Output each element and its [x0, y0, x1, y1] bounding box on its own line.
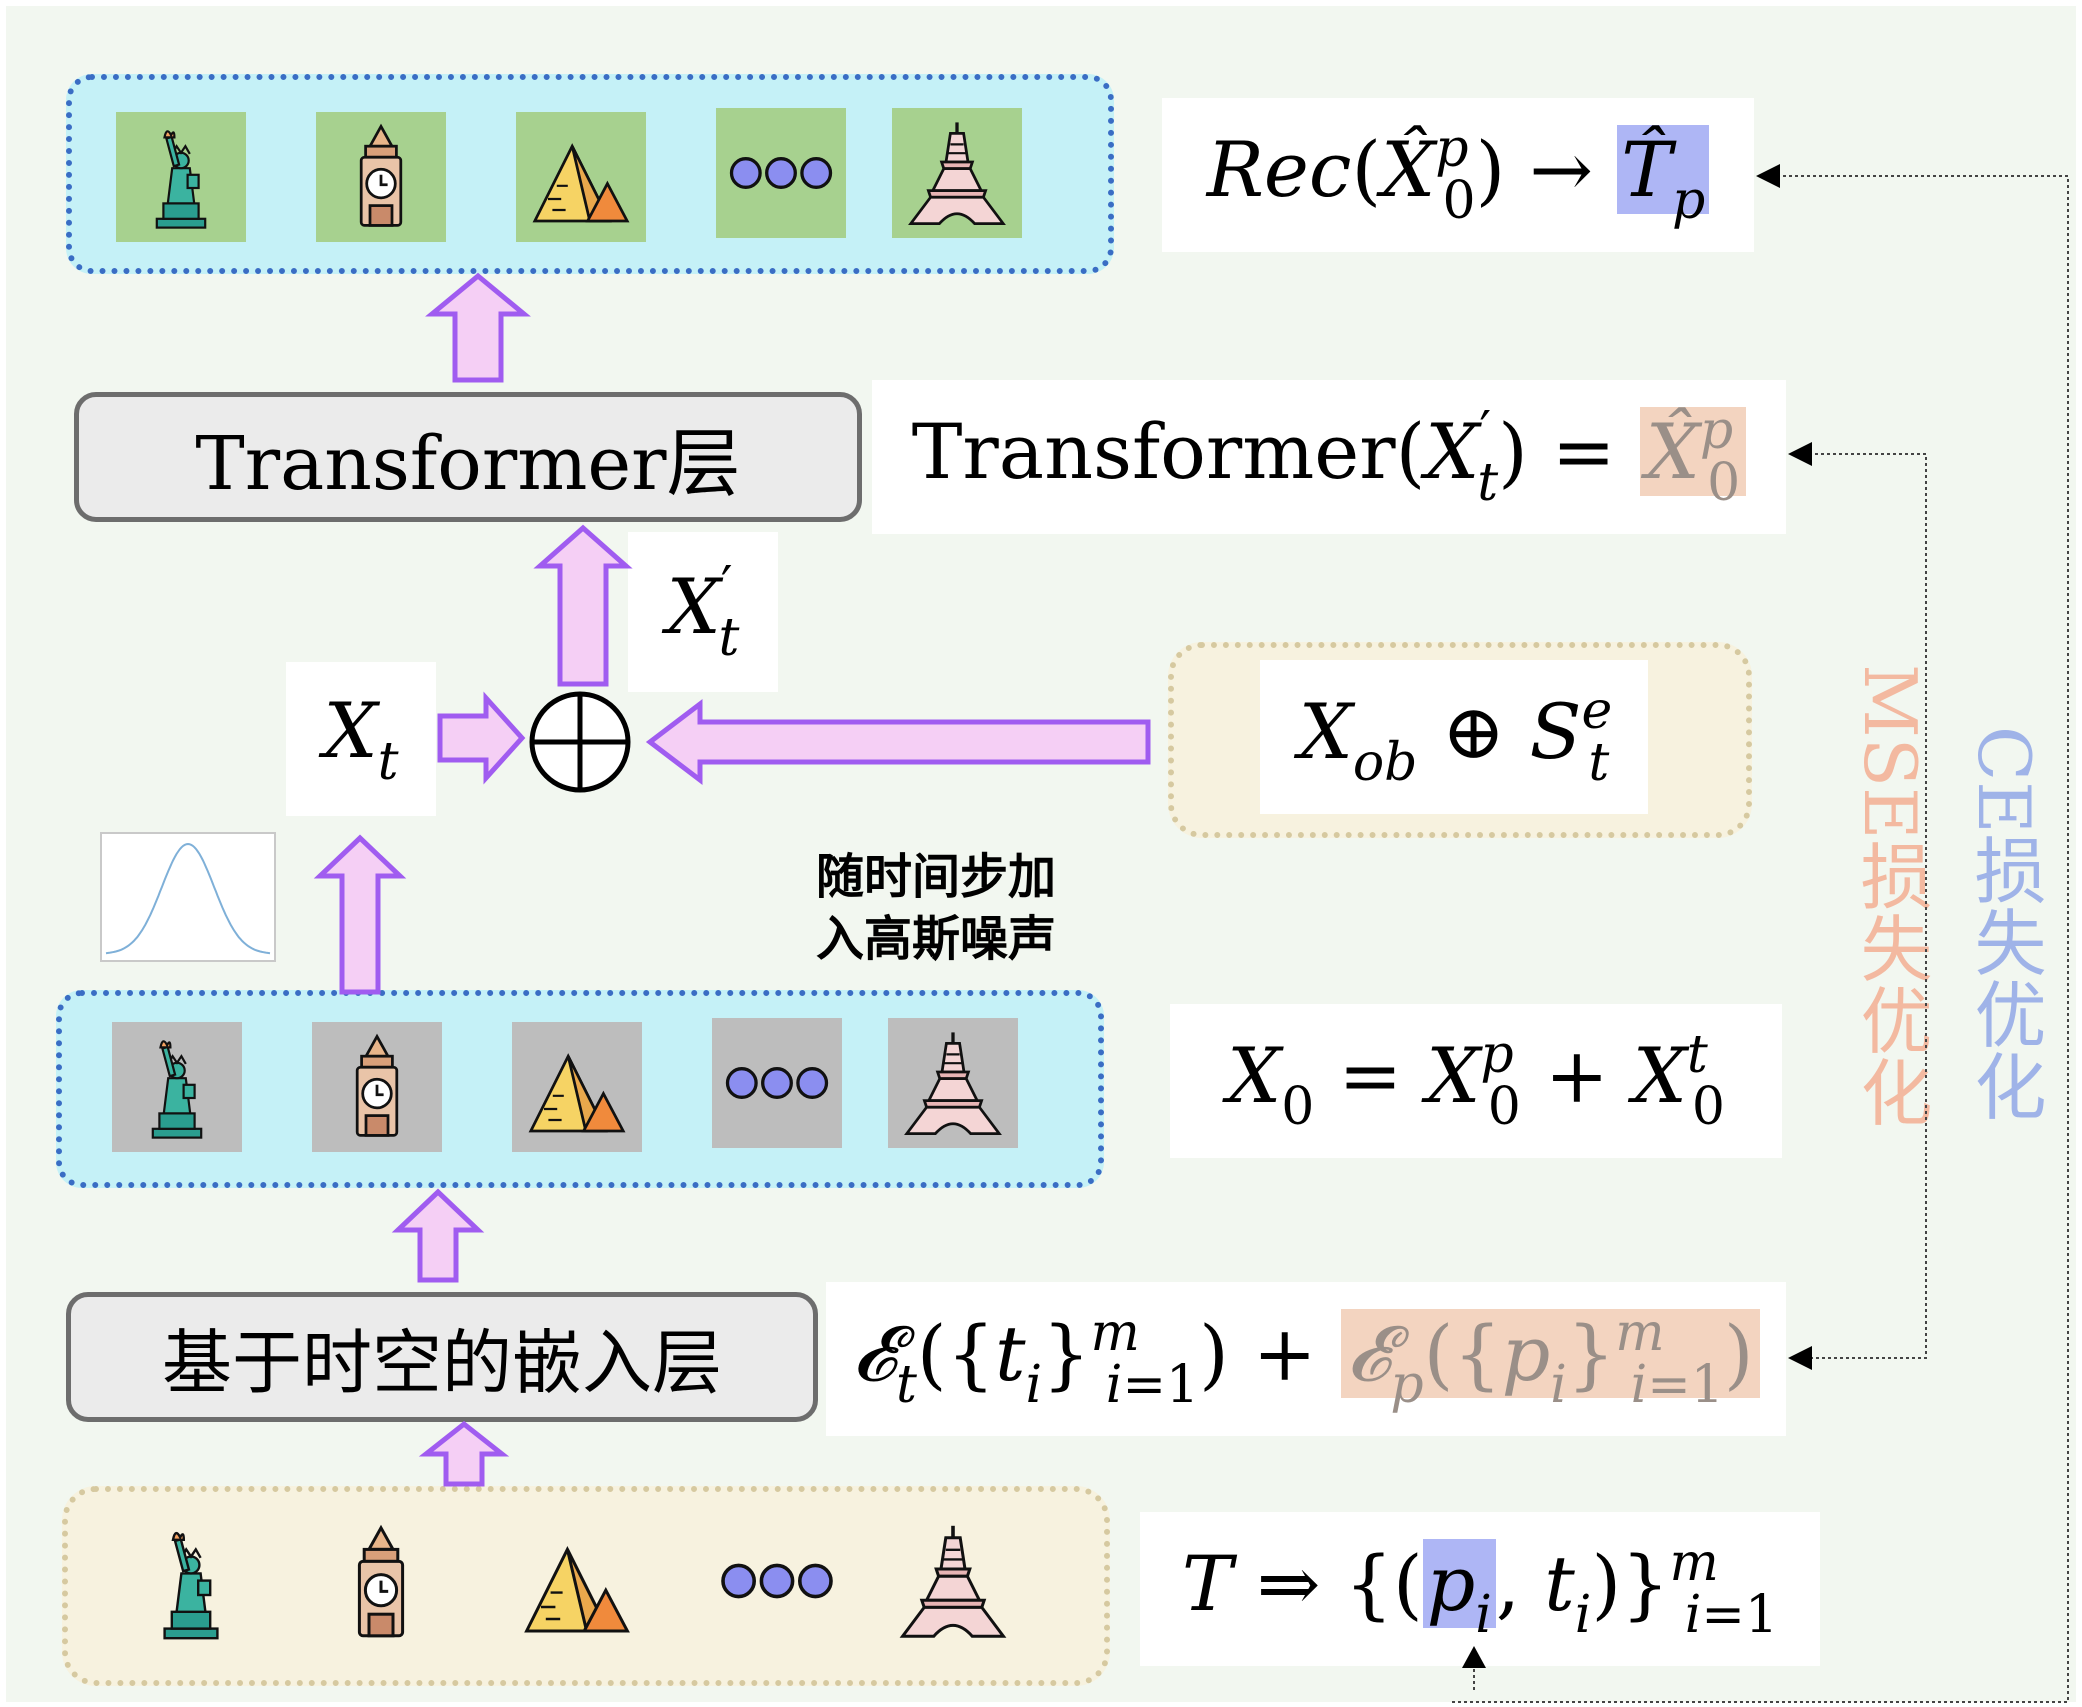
ellipsis-dots-icon [712, 1018, 842, 1148]
ellipsis-dots-icon [716, 108, 846, 238]
gaussian-noise-label: 随时间步加 入高斯噪声 [816, 846, 1056, 970]
arrow-condition-to-plus [645, 698, 1151, 786]
arrowhead-embedding [1788, 1346, 1812, 1370]
embedding-layer: 基于时空的嵌入层 [66, 1292, 818, 1422]
arrow-embedding-to-x0 [391, 1188, 485, 1283]
eiffel-tower-icon [888, 1018, 1018, 1148]
mse-loss-label: MSE损失优化 [1848, 664, 1932, 1128]
ce-loss-label: CE损失优化 [1962, 726, 2046, 1122]
pyramids-icon [516, 112, 646, 242]
arrowhead-input [1462, 1646, 1486, 1668]
big-ben-clock-icon [316, 112, 446, 242]
gaussian-noise-label-line1: 随时间步加 [816, 849, 1057, 905]
big-ben-clock-icon [312, 1022, 442, 1152]
gaussian-noise-label-line2: 入高斯噪声 [816, 911, 1057, 967]
condition-formula: Xob ⊕ Set [1260, 660, 1648, 814]
x-t-label: Xt [286, 662, 436, 816]
arrow-noise-to-xt [313, 834, 407, 995]
eiffel-tower-icon [892, 108, 1022, 238]
transformer-layer: Transformer层 [74, 392, 862, 522]
x-t-prime-label: X′t [628, 532, 778, 692]
embedding-formula: 𝓔t({ti}mi=1) + 𝓔p({pi}mi=1) [826, 1282, 1786, 1436]
statue-of-liberty-icon [116, 112, 246, 242]
reconstruction-formula: Rec(X̂p0) → T̂p [1162, 98, 1754, 252]
arrow-input-to-embedding [418, 1420, 510, 1487]
circle-plus-icon [529, 691, 631, 793]
arrow-embed-to-transformer [425, 272, 531, 383]
arrowhead-transformer [1788, 442, 1812, 466]
embedding-layer-label: 基于时空的嵌入层 [162, 1321, 722, 1404]
arrowhead-rec [1756, 164, 1780, 188]
ce-feedback-line [1452, 175, 2069, 1703]
arrow-plus-to-transformer [533, 524, 633, 687]
x0-formula: X0 = Xp0 + Xt0 [1170, 1004, 1782, 1158]
input-formula: T ⇒ {(pi, ti)}mi=1 [1140, 1512, 1820, 1666]
gaussian-curve-icon [100, 832, 276, 962]
pyramids-icon [512, 1022, 642, 1152]
statue-of-liberty-icon [112, 1022, 242, 1152]
transformer-formula: Transformer(X′t) = X̂p0 [872, 380, 1786, 534]
transformer-layer-label: Transformer层 [195, 420, 741, 507]
arrow-xt-to-plus [437, 691, 526, 785]
mse-feedback-line-2 [1798, 453, 1927, 1359]
